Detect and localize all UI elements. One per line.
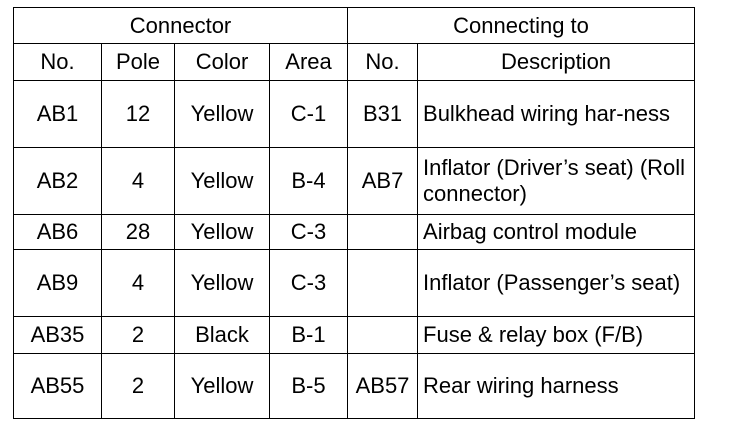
cell-to-no: AB57: [347, 353, 419, 419]
cell-no: AB55: [13, 353, 102, 419]
table-row: AB9 4 Yellow C-3 Inflator (Passenger’s s…: [13, 249, 696, 317]
group-header-row: Connector Connecting to: [12, 7, 696, 44]
cell-to-no: [347, 214, 419, 250]
cell-area: C-1: [268, 80, 349, 148]
cell-pole: 4: [101, 147, 175, 215]
cell-area: B-1: [268, 316, 349, 354]
cell-no: AB1: [13, 80, 102, 148]
cell-area: B-4: [268, 147, 349, 215]
table-row: AB1 12 Yellow C-1 B31 Bulkhead wiring ha…: [13, 80, 696, 148]
cell-area: C-3: [268, 214, 349, 250]
col-header-area: Area: [268, 43, 349, 81]
table-row: AB35 2 Black B-1 Fuse & relay box (F/B): [13, 316, 696, 354]
cell-pole: 4: [101, 249, 175, 317]
cell-to-no: [347, 316, 419, 354]
col-header-no: No.: [13, 43, 102, 81]
cell-color: Yellow: [174, 353, 270, 419]
cell-no: AB9: [13, 249, 102, 317]
cell-description: Fuse & relay box (F/B): [417, 316, 696, 354]
cell-color: Black: [174, 316, 270, 354]
cell-pole: 2: [101, 316, 175, 354]
cell-color: Yellow: [174, 147, 270, 215]
connector-table: Connector Connecting to No. Pole Color A…: [12, 7, 696, 419]
cell-pole: 28: [101, 214, 175, 250]
cell-description: Inflator (Passenger’s seat): [417, 249, 696, 317]
cell-pole: 2: [101, 353, 175, 419]
col-header-color: Color: [174, 43, 270, 81]
table-row: AB6 28 Yellow C-3 Airbag control module: [13, 214, 696, 250]
col-header-pole: Pole: [101, 43, 175, 81]
cell-to-no: B31: [347, 80, 419, 148]
cell-pole: 12: [101, 80, 175, 148]
connector-group-header: Connector: [12, 7, 349, 44]
cell-no: AB2: [13, 147, 102, 215]
cell-area: C-3: [268, 249, 349, 317]
cell-color: Yellow: [174, 249, 270, 317]
table-row: AB55 2 Yellow B-5 AB57 Rear wiring harne…: [13, 353, 696, 419]
cell-color: Yellow: [174, 80, 270, 148]
cell-no: AB6: [13, 214, 102, 250]
connecting-to-group-header: Connecting to: [347, 7, 696, 44]
cell-description: Inflator (Driver’s seat) (Roll connector…: [417, 147, 696, 215]
cell-description: Rear wiring harness: [417, 353, 696, 419]
col-header-description: Description: [417, 43, 696, 81]
cell-description: Airbag control module: [417, 214, 696, 250]
cell-area: B-5: [268, 353, 349, 419]
cell-no: AB35: [13, 316, 102, 354]
col-header-to-no: No.: [347, 43, 419, 81]
cell-to-no: [347, 249, 419, 317]
cell-description: Bulkhead wiring har-ness: [417, 80, 696, 148]
cell-to-no: AB7: [347, 147, 419, 215]
column-header-row: No. Pole Color Area No. Description: [13, 43, 696, 81]
cell-color: Yellow: [174, 214, 270, 250]
table-row: AB2 4 Yellow B-4 AB7 Inflator (Driver’s …: [13, 147, 696, 215]
